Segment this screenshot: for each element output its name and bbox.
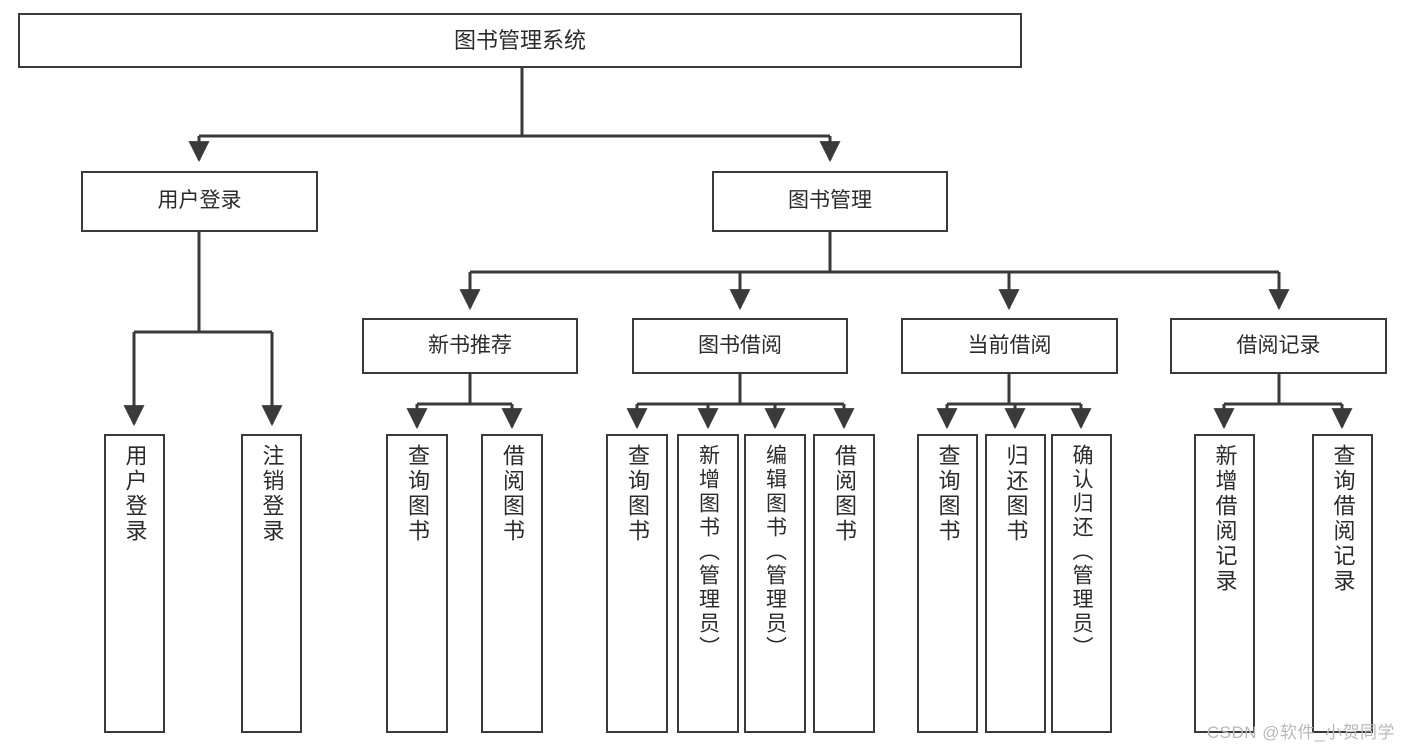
node-label: 查询图书 [625,444,650,544]
leaf-add-borrow-record[interactable]: 新增借阅记录 [1194,434,1255,733]
node-label: 新增借阅记录 [1212,444,1238,594]
node-label: 借阅记录 [1236,333,1321,357]
node-label: 借阅图书 [500,444,525,544]
leaf-query-book-borrow[interactable]: 查询图书 [606,434,668,733]
node-label: 查询借阅记录 [1330,444,1356,594]
node-book-borrow[interactable]: 图书借阅 [632,318,848,374]
leaf-confirm-return-admin[interactable]: 确认归还（管理员） [1051,434,1112,733]
leaf-query-book-recommend[interactable]: 查询图书 [386,434,448,733]
leaf-borrow-book[interactable]: 借阅图书 [813,434,875,733]
node-book-management[interactable]: 图书管理 [712,171,948,232]
leaf-user-login[interactable]: 用户登录 [104,434,165,733]
leaf-logout[interactable]: 注销登录 [241,434,302,733]
node-current-borrow[interactable]: 当前借阅 [901,318,1118,374]
node-label: 当前借阅 [967,333,1052,357]
leaf-return-book[interactable]: 归还图书 [985,434,1046,733]
node-label: 编辑图书（管理员） [763,444,787,660]
leaf-edit-book-admin[interactable]: 编辑图书（管理员） [744,434,806,733]
node-label: 用户登录 [122,444,148,544]
node-root-system[interactable]: 图书管理系统 [18,13,1022,68]
node-label: 用户登录 [157,189,242,213]
node-label: 图书管理 [788,189,872,213]
node-label: 确认归还（管理员） [1070,444,1093,660]
node-label: 图书借阅 [698,333,782,357]
leaf-query-borrow-record[interactable]: 查询借阅记录 [1312,434,1373,733]
node-user-login[interactable]: 用户登录 [81,171,318,232]
csdn-watermark: CSDN @软件_小贺同学 [1206,723,1395,742]
node-label: 注销登录 [259,444,285,544]
leaf-add-book-admin[interactable]: 新增图书（管理员） [677,434,739,733]
node-label: 新书推荐 [428,333,512,357]
leaf-borrow-book-recommend[interactable]: 借阅图书 [481,434,543,733]
node-label: 图书管理系统 [453,27,586,53]
node-label: 归还图书 [1003,444,1029,544]
node-label: 新增图书（管理员） [696,444,720,660]
node-new-book-recommend[interactable]: 新书推荐 [362,318,578,374]
node-label: 借阅图书 [832,444,857,544]
node-label: 查询图书 [935,444,961,544]
node-label: 查询图书 [405,444,430,544]
leaf-query-book-current[interactable]: 查询图书 [917,434,978,733]
node-borrow-record[interactable]: 借阅记录 [1170,318,1387,374]
